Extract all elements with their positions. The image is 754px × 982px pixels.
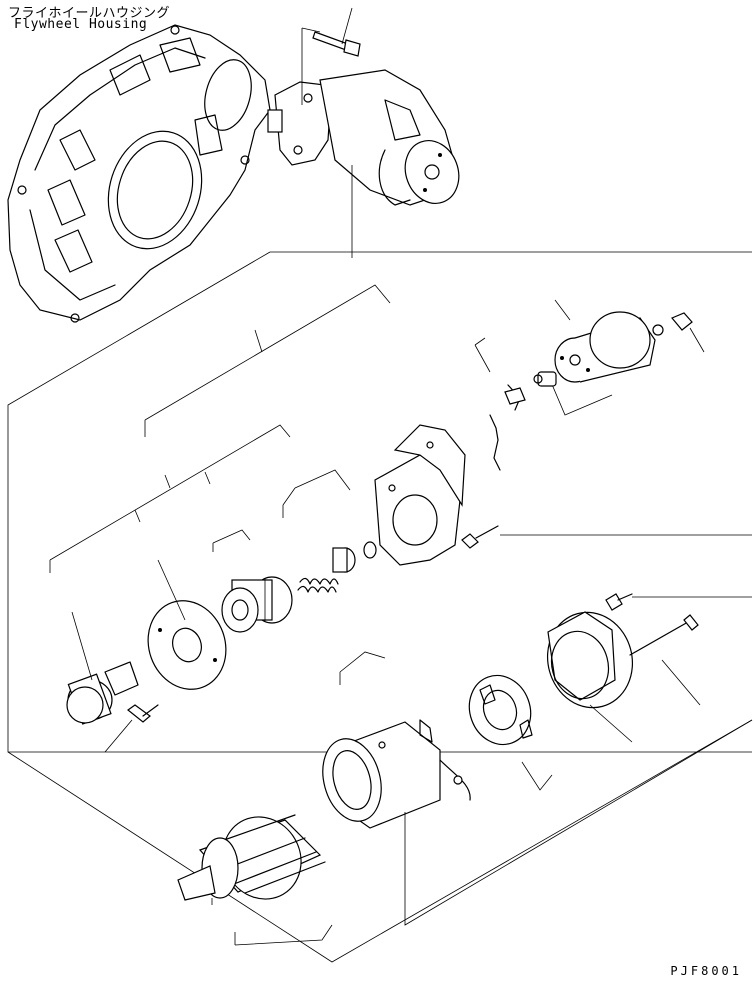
armature[interactable]: [177, 803, 326, 914]
starter-assembly[interactable]: [267, 69, 467, 211]
pinion-stop-collar[interactable]: [332, 547, 356, 573]
rear-cover[interactable]: [537, 603, 643, 743]
snap-ring[interactable]: [363, 541, 377, 559]
leader-line: [301, 27, 321, 33]
gear-cover-plate[interactable]: [136, 559, 238, 700]
yoke-field-frame[interactable]: [314, 719, 471, 829]
leader-line: [404, 719, 753, 926]
leader-brackets: [49, 284, 613, 946]
terminal-nut[interactable]: [671, 312, 705, 353]
pinion-gear[interactable]: [66, 611, 139, 725]
drive-housing[interactable]: [374, 424, 466, 566]
magnetic-switch[interactable]: [554, 311, 664, 383]
drawing-code: PJF8001: [670, 964, 742, 978]
flywheel-housing-label-english: Flywheel Housing: [14, 17, 148, 32]
through-bolt[interactable]: [629, 614, 701, 706]
flywheel-housing-label-japanese: フライホイールハウジング: [8, 6, 171, 21]
shift-lever[interactable]: [489, 384, 526, 471]
overrunning-clutch[interactable]: [221, 576, 293, 633]
flywheel-housing[interactable]: [7, 24, 271, 323]
mounting-bolt-top[interactable]: [312, 7, 361, 57]
solenoid-plunger[interactable]: [533, 371, 557, 387]
return-spring[interactable]: [297, 577, 339, 593]
rear-cover-screw[interactable]: [605, 593, 752, 611]
cover-screw[interactable]: [104, 704, 159, 753]
drive-housing-screw[interactable]: [461, 525, 752, 549]
brush-holder[interactable]: [460, 667, 540, 753]
